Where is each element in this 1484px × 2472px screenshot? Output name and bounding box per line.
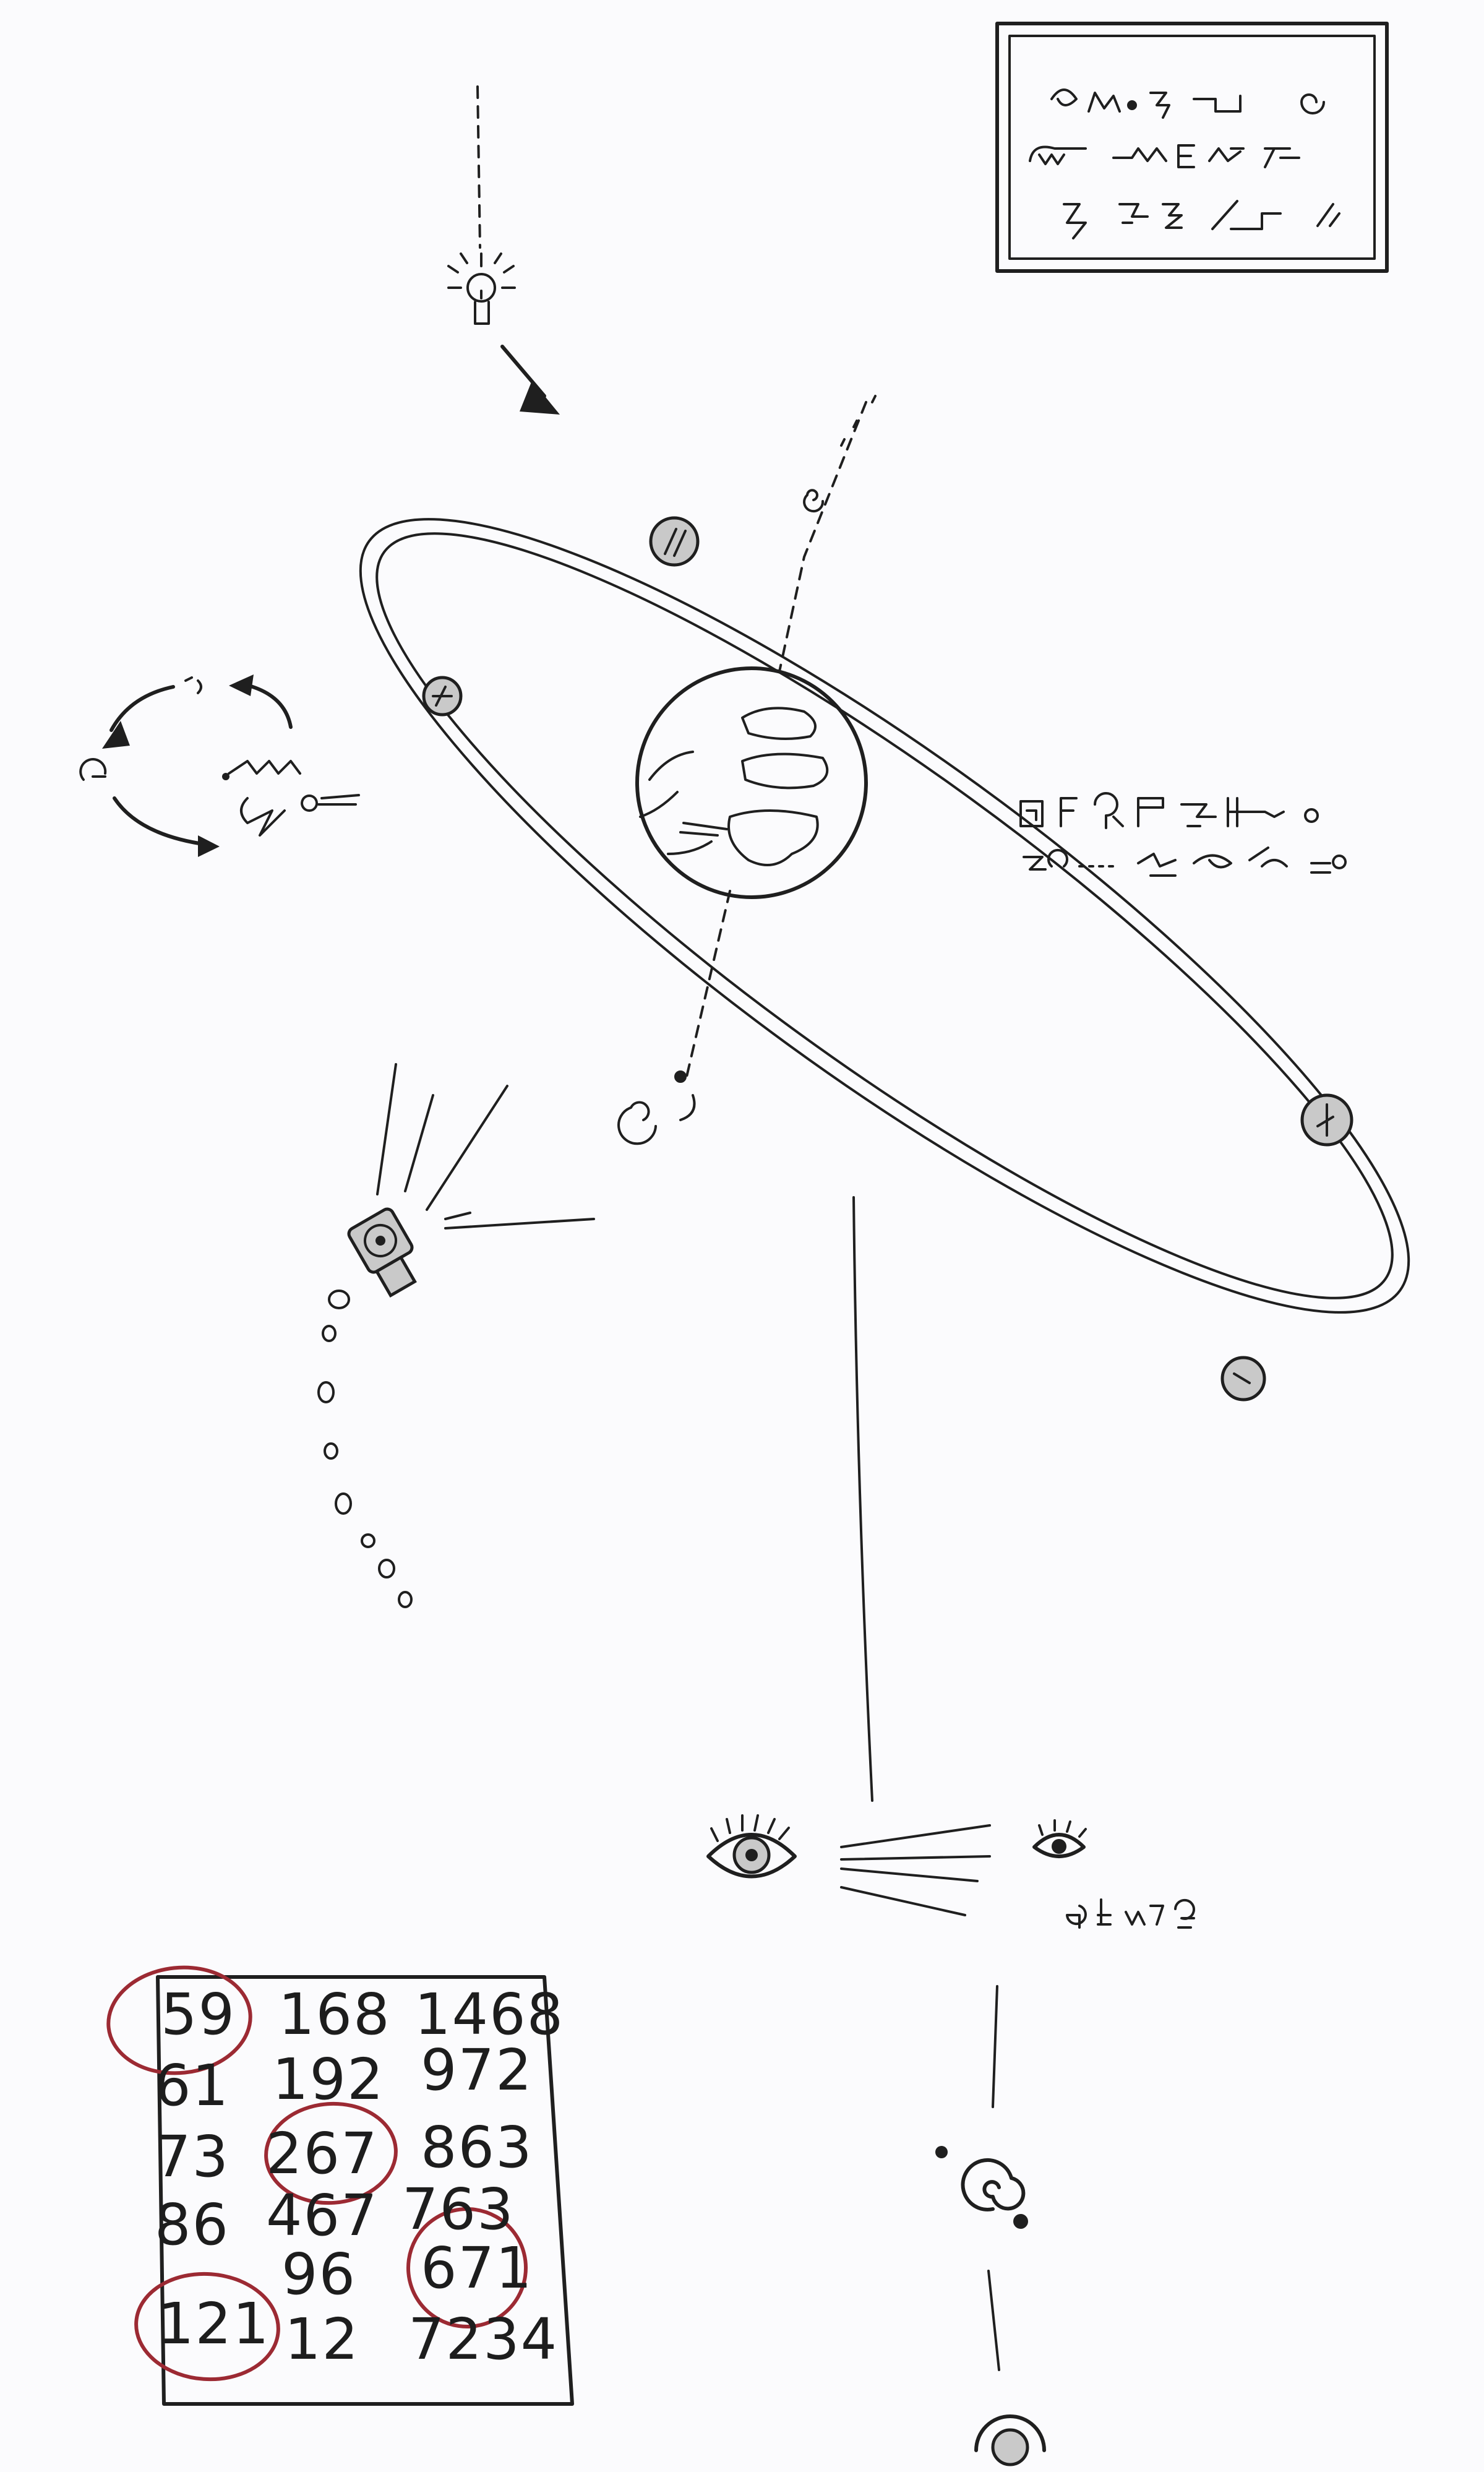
number-col2-row2: 192 bbox=[272, 2051, 385, 2108]
number-col2-row3: 267 bbox=[266, 2125, 379, 2182]
number-col2-row5: 96 bbox=[281, 2246, 356, 2303]
lightbulb-icon bbox=[448, 254, 515, 324]
number-col3-row1: 1468 bbox=[414, 1986, 564, 2043]
moon-icon-3 bbox=[1302, 1095, 1352, 1145]
number-col1-row1: 59 bbox=[161, 1986, 236, 2043]
spiral-glyph-bottom bbox=[619, 1072, 694, 1143]
orbit-ring bbox=[275, 411, 1484, 1421]
target-icon bbox=[976, 2416, 1044, 2465]
eye-icon-large bbox=[708, 1815, 795, 1877]
eye-icon-small bbox=[1034, 1820, 1086, 1856]
number-col1-row2: 61 bbox=[155, 2057, 229, 2114]
number-col2-row6: 12 bbox=[285, 2311, 359, 2368]
dashed-axis bbox=[779, 402, 866, 671]
number-col1-row5: 121 bbox=[158, 2296, 270, 2353]
number-col1-row4: 86 bbox=[155, 2197, 229, 2254]
glyph-panel bbox=[997, 24, 1387, 271]
number-col3-row6: 7234 bbox=[408, 2311, 558, 2368]
glyph-row-1 bbox=[1052, 90, 1324, 118]
rocket-trail bbox=[319, 1291, 411, 1607]
glyph-row-3 bbox=[1064, 201, 1339, 238]
number-col3-row4: 763 bbox=[402, 2181, 515, 2238]
glyph-text-eye bbox=[1067, 1900, 1194, 1927]
lower-line-2 bbox=[989, 2271, 999, 2370]
spiral-icon bbox=[935, 2146, 1028, 2229]
moon-icon-2 bbox=[424, 678, 461, 715]
spiral-glyph-top bbox=[804, 490, 823, 511]
lower-line-1 bbox=[993, 1986, 997, 2107]
number-col3-row5: 671 bbox=[421, 2240, 533, 2297]
number-col2-row1: 168 bbox=[278, 1986, 391, 2043]
number-col2-row4: 467 bbox=[266, 2187, 379, 2244]
moon-icon-4 bbox=[1222, 1358, 1264, 1400]
moon-icon-1 bbox=[651, 518, 698, 565]
dashed-trail-top bbox=[478, 87, 480, 248]
glyph-row-2 bbox=[1030, 145, 1299, 167]
cycle-arrows-icon bbox=[80, 674, 359, 857]
number-col1-row3: 73 bbox=[155, 2129, 229, 2186]
glyph-text-right bbox=[1021, 793, 1345, 876]
earth-icon bbox=[637, 668, 866, 897]
number-col3-row2: 972 bbox=[421, 2042, 533, 2099]
sight-lines bbox=[841, 1825, 990, 1915]
arrow-icon bbox=[502, 347, 560, 415]
rocket-icon bbox=[319, 1064, 594, 1607]
numbers-grid: 59 61 73 86 121 168 192 267 467 96 12 14… bbox=[161, 1974, 569, 2401]
number-col3-row3: 863 bbox=[421, 2119, 533, 2176]
vertical-line bbox=[854, 1197, 872, 1801]
